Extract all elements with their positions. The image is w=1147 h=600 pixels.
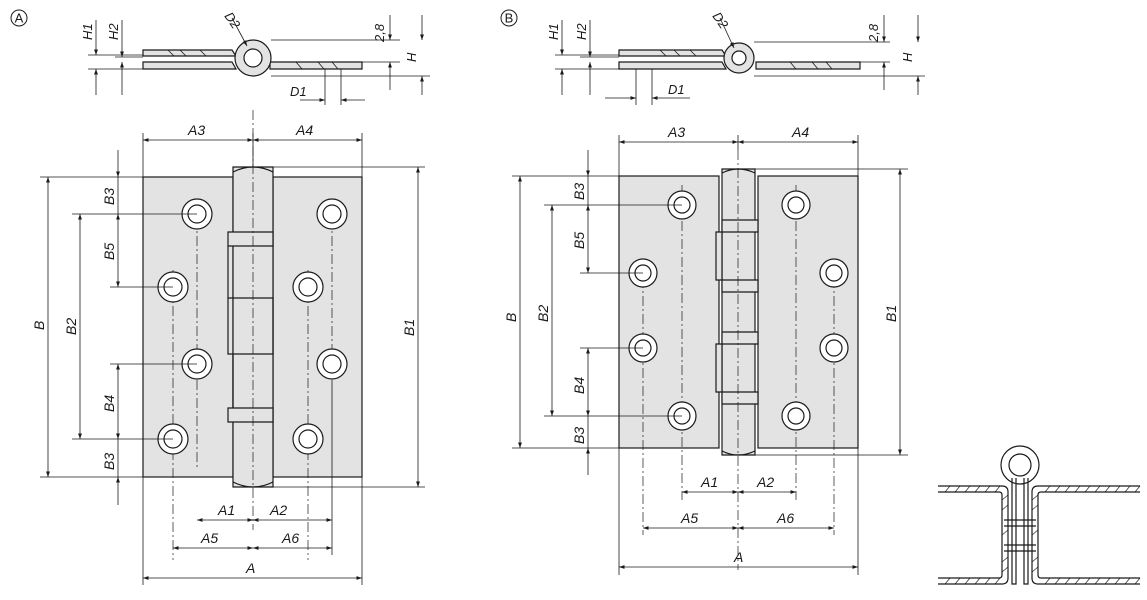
label-a2-b: A2: [756, 474, 774, 490]
variant-b-marker: B: [500, 9, 518, 27]
front-view-b: [618, 168, 859, 456]
label-b4-a: B4: [101, 395, 117, 412]
label-a5-b: A5: [680, 510, 698, 526]
label-h1-a: H1: [80, 23, 95, 40]
label-b3-top-a: B3: [101, 188, 117, 205]
label-b5-b: B5: [571, 232, 587, 249]
label-a6-a: A6: [281, 530, 299, 546]
label-b2-b: B2: [535, 305, 551, 322]
label-h2-b: H2: [574, 23, 589, 40]
centerlines-b: [642, 150, 835, 570]
label-b1-b: B1: [883, 305, 899, 322]
label-b-b: B: [503, 313, 519, 322]
side-view-a: [142, 39, 363, 77]
label-b5-a: B5: [101, 243, 117, 260]
label-a1-b: A1: [700, 474, 718, 490]
label-d2-b: D2: [710, 9, 732, 32]
label-b3-bottom-a: B3: [101, 453, 117, 470]
label-a5-a: A5: [200, 530, 218, 546]
label-h-b: H: [900, 52, 915, 62]
dims-b: [512, 135, 908, 575]
label-a1-a: A1: [217, 502, 235, 518]
label-thickness-b: 2,8: [866, 23, 881, 43]
label-a6-b: A6: [776, 510, 794, 526]
label-b3-bottom-b: B3: [571, 427, 587, 444]
label-a2-a: A2: [269, 502, 287, 518]
variant-b-label: B: [505, 11, 514, 26]
label-thickness-a: 2,8: [372, 23, 387, 43]
front-labels-a: A3 A4 B B2 B3 B5 B4 B3 B1 A1 A2 A5 A6 A: [31, 122, 417, 576]
label-h1-b: H1: [546, 23, 561, 40]
label-a-a: A: [245, 560, 255, 576]
label-d2-a: D2: [222, 9, 244, 32]
label-d1-a: D1: [290, 84, 307, 99]
side-labels-a: H1 H2 D2 2,8 H D1: [80, 9, 419, 99]
label-a3-b: A3: [667, 124, 685, 140]
side-view-b: [618, 42, 861, 74]
front-labels-b: A3 A4 B B2 B3 B5 B4 B3 B1 A1 A2 A5 A6 A: [503, 124, 899, 565]
label-h2-a: H2: [106, 23, 121, 40]
label-a-b: A: [733, 549, 743, 565]
label-b3-top-b: B3: [571, 183, 587, 200]
label-a4-b: A4: [791, 124, 809, 140]
variant-a-label: A: [15, 11, 24, 26]
label-h-a: H: [404, 52, 419, 62]
label-b2-a: B2: [63, 318, 79, 335]
installation-detail: [938, 445, 1140, 585]
dims-a: [40, 133, 425, 585]
label-d1-b: D1: [668, 82, 685, 97]
label-b4-b: B4: [571, 377, 587, 394]
label-b-a: B: [31, 321, 47, 330]
label-a4-a: A4: [295, 122, 313, 138]
side-dims-a: [88, 15, 430, 105]
variant-a-marker: A: [10, 9, 28, 27]
installation-hatch: [944, 485, 1141, 585]
label-a3-a: A3: [187, 122, 205, 138]
label-b1-a: B1: [401, 319, 417, 336]
side-dims-b: [555, 15, 925, 105]
